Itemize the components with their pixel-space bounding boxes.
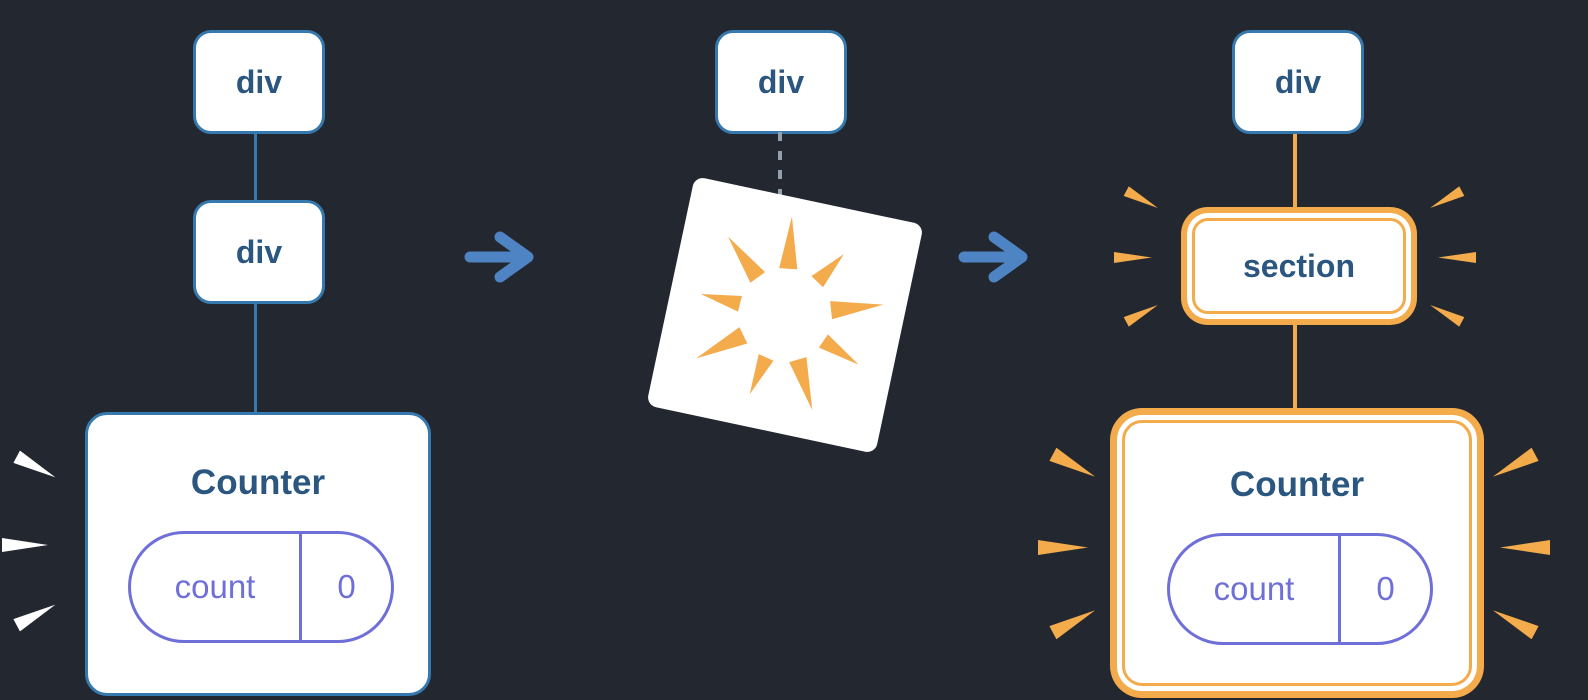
state-pill: count 0 xyxy=(1167,533,1433,645)
middle-root-div-node: div xyxy=(715,30,847,134)
connector-after-div-section xyxy=(1293,128,1297,210)
node-label: div xyxy=(1274,63,1322,100)
spark-icon xyxy=(13,598,58,631)
node-label: section xyxy=(1242,247,1356,284)
counter-title: Counter xyxy=(1229,465,1365,504)
spark-icon xyxy=(1124,300,1161,327)
pill-divider xyxy=(1338,536,1341,642)
poof-burst-icon xyxy=(646,176,924,454)
before-counter-component: Counter count 0 xyxy=(85,412,431,696)
pill-divider xyxy=(299,534,302,640)
after-root-div-node: div xyxy=(1232,30,1364,134)
connector-before-div1-div2 xyxy=(254,126,257,204)
counter-title: Counter xyxy=(190,463,326,502)
spark-icon xyxy=(1438,252,1476,263)
spark-icon xyxy=(1124,186,1161,213)
node-label: div xyxy=(235,233,283,270)
after-section-node: section xyxy=(1192,218,1406,314)
state-value: 0 xyxy=(337,568,356,605)
node-label: div xyxy=(757,63,805,100)
node-label: div xyxy=(235,63,283,100)
spark-icon xyxy=(1038,540,1088,555)
state-key: count xyxy=(1213,570,1295,607)
after-counter-component: Counter count 0 xyxy=(1122,420,1472,686)
before-child-div-node: div xyxy=(193,200,325,304)
spark-icon xyxy=(1489,448,1538,484)
spark-icon xyxy=(1114,252,1152,263)
arrow-right-icon xyxy=(464,228,546,291)
connector-deleted-dashed xyxy=(778,132,782,206)
spark-icon xyxy=(1428,300,1465,327)
spark-icon xyxy=(1049,448,1098,484)
state-pill: count 0 xyxy=(128,531,394,643)
spark-icon xyxy=(1428,186,1465,213)
arrow-right-icon xyxy=(958,228,1040,291)
connector-before-div2-counter xyxy=(254,296,257,416)
spark-icon xyxy=(1049,604,1098,640)
spark-icon xyxy=(1500,540,1550,555)
spark-icon xyxy=(1489,604,1538,640)
state-value: 0 xyxy=(1376,570,1395,607)
spark-icon xyxy=(13,450,58,483)
spark-icon xyxy=(2,538,48,552)
before-root-div-node: div xyxy=(193,30,325,134)
connector-after-section-counter xyxy=(1293,318,1297,414)
state-key: count xyxy=(174,568,256,605)
